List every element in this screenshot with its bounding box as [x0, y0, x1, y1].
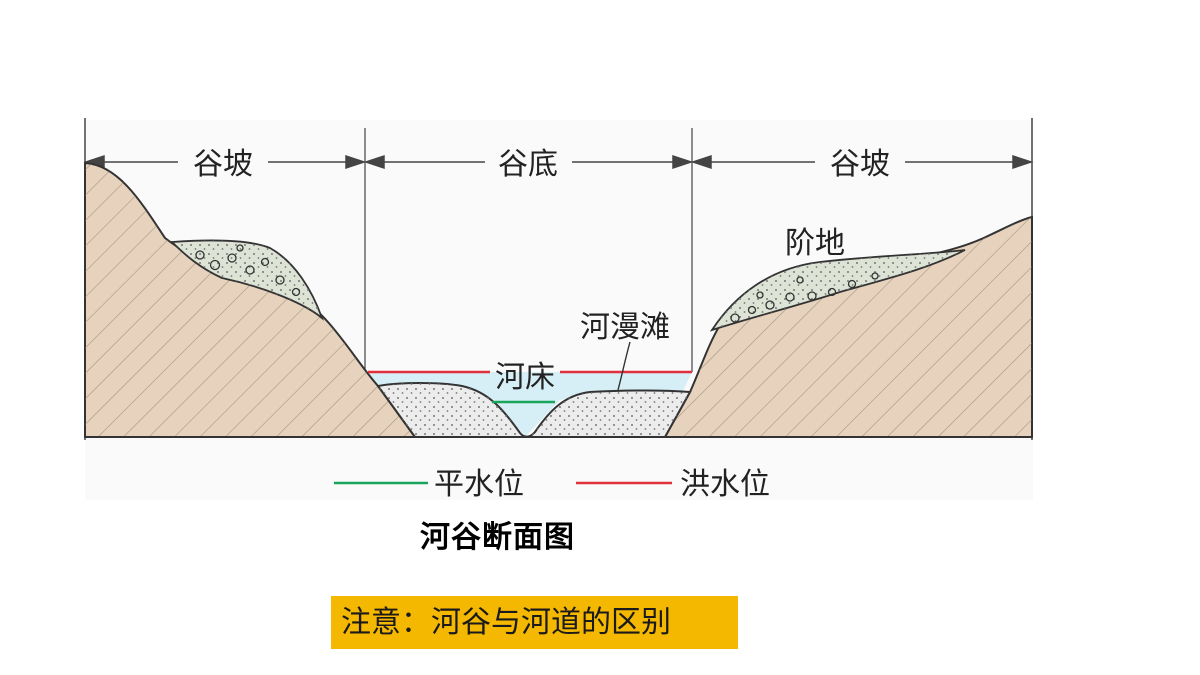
label-valley-floor: 谷底	[498, 147, 558, 182]
label-riverbed: 河床	[495, 360, 555, 395]
left-terrace-dots	[172, 240, 322, 318]
label-terrace: 阶地	[785, 226, 845, 261]
note-banner: 注意：河谷与河道的区别	[331, 596, 738, 649]
valley-floor-sediment-dots	[378, 383, 690, 437]
legend-flood-level-label: 洪水位	[680, 467, 770, 502]
label-left-slope: 谷坡	[193, 147, 253, 182]
left-terrace-pebbles	[195, 244, 301, 297]
left-bedrock-hatch	[85, 163, 415, 437]
dimension-arrows	[83, 154, 1034, 170]
right-terrace-dots	[712, 250, 965, 330]
legend-normal-level-label: 平水位	[434, 467, 524, 502]
flood-water-zone	[368, 372, 692, 437]
label-right-slope: 谷坡	[830, 147, 890, 182]
legend: 平水位 洪水位	[334, 467, 770, 502]
right-terrace-pebbles	[730, 272, 879, 323]
floodplain-leader-line	[617, 341, 631, 391]
diagram-caption: 河谷断面图	[420, 520, 575, 555]
right-bedrock-hatch	[665, 217, 1032, 437]
label-floodplain: 河漫滩	[580, 310, 670, 345]
